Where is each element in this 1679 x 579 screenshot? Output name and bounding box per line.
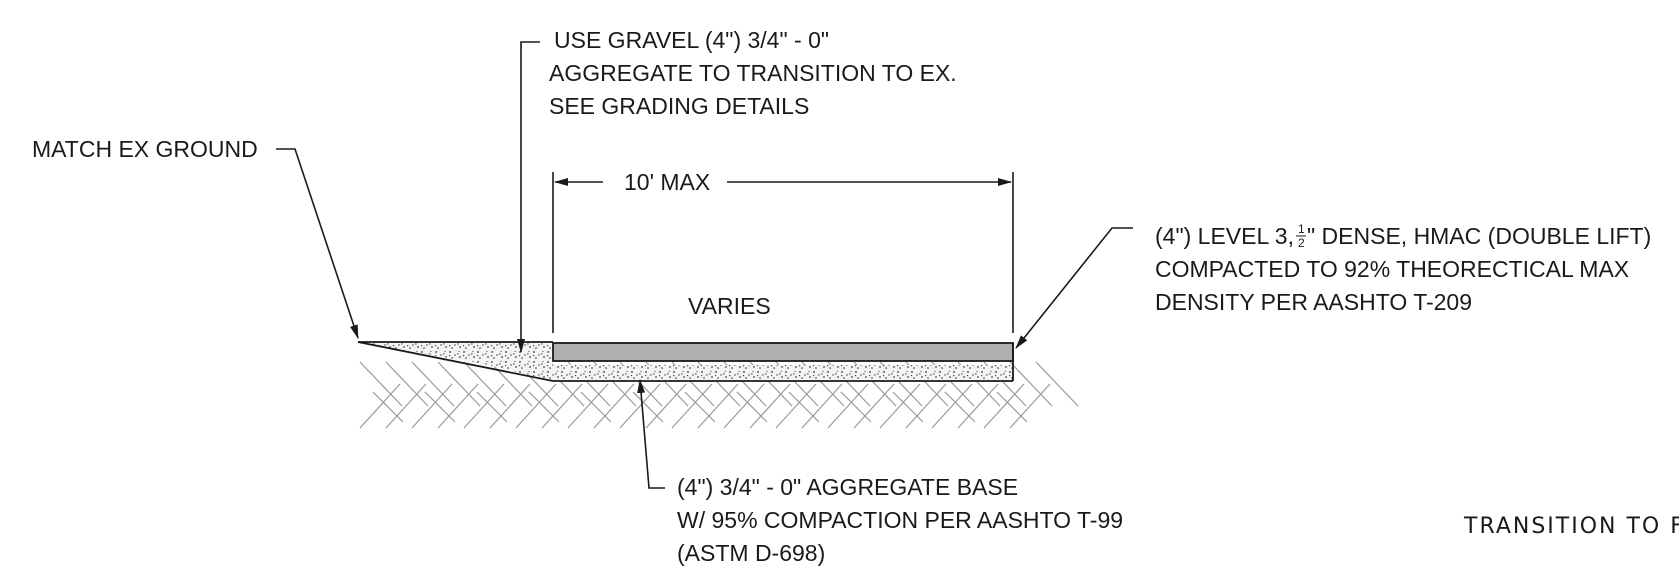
earth-hatch-line: [411, 361, 455, 407]
gravel-note-line-1: USE GRAVEL (4") 3/4" - 0": [554, 27, 829, 53]
base-note-line-3: (ASTM D-698): [677, 540, 825, 566]
detail-title: TRANSITION TO F: [1463, 514, 1679, 539]
hmac-note-line-1: (4") LEVEL 3,: [1155, 223, 1294, 249]
earth-hatch-line: [944, 391, 976, 423]
earth-hatch-line: [905, 383, 947, 429]
hmac-fraction-denominator: 2: [1298, 236, 1305, 250]
earth-hatch-line: [632, 391, 664, 423]
earth-hatch-line: [463, 361, 507, 407]
aggregate-bottom-edge: [357, 341, 554, 382]
earth-hatch-line: [801, 383, 843, 429]
earth-hatch-line: [359, 383, 401, 429]
match-ground-note: MATCH EX GROUND: [32, 136, 258, 162]
base-note-leader: [637, 379, 665, 489]
earth-hatch-line: [723, 383, 765, 429]
earth-hatch-line: [619, 383, 661, 429]
hmac-note-line-2: COMPACTED TO 92% THEORECTICAL MAX: [1155, 256, 1629, 282]
earth-hatch-line: [840, 391, 872, 423]
earth-hatch-line: [1035, 361, 1079, 407]
earth-hatch-line: [463, 383, 505, 429]
hmac-note-line-3: DENSITY PER AASHTO T-209: [1155, 289, 1472, 315]
earth-hatch-line: [749, 383, 791, 429]
earth-hatch-line: [489, 383, 531, 429]
varies-label: VARIES: [688, 293, 771, 319]
earth-hatch-line: [385, 383, 427, 429]
hmac-note-leader: [1015, 227, 1133, 349]
earth-hatch-line: [736, 391, 768, 423]
hmac-fraction-numerator: 1: [1298, 222, 1305, 236]
gravel-note-leader: [517, 41, 540, 353]
earth-hatch-line: [372, 391, 404, 423]
earth-hatch-line: [671, 383, 713, 429]
earth-hatch-line: [827, 383, 869, 429]
gravel-note-line-3: SEE GRADING DETAILS: [549, 93, 809, 119]
earth-hatch-line: [853, 383, 895, 429]
earth-hatch-line: [1009, 383, 1051, 429]
earth-hatch-line: [645, 383, 687, 429]
earth-hatch-line: [385, 361, 429, 407]
earth-hatch-line: [437, 361, 481, 407]
earth-hatch-line: [983, 383, 1025, 429]
gravel-note-line-2: AGGREGATE TO TRANSITION TO EX.: [549, 60, 957, 86]
hmac-asphalt-layer: [552, 342, 1014, 362]
earth-hatch-line: [957, 383, 999, 429]
hmac-note-line-1-rest: " DENSE, HMAC (DOUBLE LIFT): [1307, 223, 1651, 249]
dimension-label: 10' MAX: [624, 169, 710, 195]
earth-hatch-line: [892, 391, 924, 423]
earth-hatch-line: [411, 383, 453, 429]
earth-hatch-line: [1009, 361, 1053, 407]
earth-hatch-line: [424, 391, 456, 423]
earth-hatch-line: [996, 391, 1028, 423]
base-note-line-1: (4") 3/4" - 0" AGGREGATE BASE: [677, 474, 1018, 500]
earth-hatch-line: [580, 391, 612, 423]
earth-hatch-line: [437, 383, 479, 429]
earth-hatch-line: [684, 391, 716, 423]
earth-hatch-line: [879, 383, 921, 429]
base-note-line-2: W/ 95% COMPACTION PER AASHTO T-99: [677, 507, 1123, 533]
earth-hatch-line: [567, 383, 609, 429]
earth-hatch-line: [775, 383, 817, 429]
earth-hatch-line: [788, 391, 820, 423]
earth-hatch-line: [359, 361, 403, 407]
earth-hatch-line: [541, 383, 583, 429]
match-ground-leader: [276, 148, 359, 339]
earth-hatch-line: [476, 391, 508, 423]
earth-hatch-line: [528, 391, 560, 423]
earth-hatch-line: [515, 383, 557, 429]
earth-hatch-line: [593, 383, 635, 429]
earth-hatch-line: [697, 383, 739, 429]
earth-hatch-line: [931, 383, 973, 429]
